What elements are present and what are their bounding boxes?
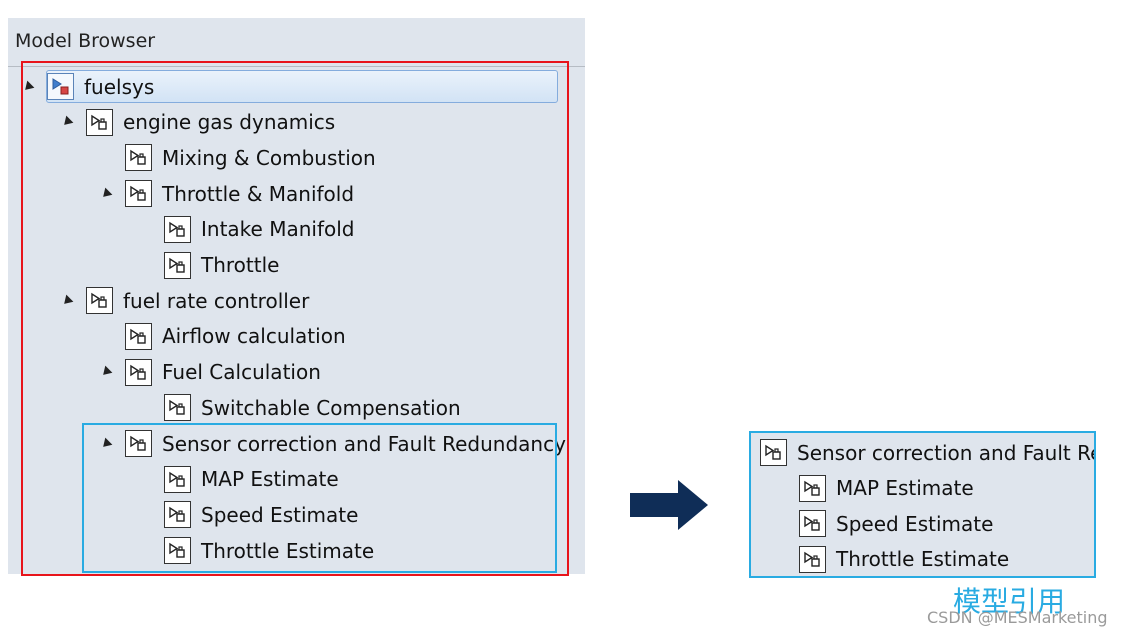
model-block-icon [125,322,152,350]
model-reference-inset: Sensor correction and Fault RedundancyMA… [749,431,1096,578]
tree-item[interactable]: Fuel Calculation [99,355,321,390]
model-block-icon [164,465,191,493]
model-block-icon [760,439,787,466]
tree-item[interactable]: engine gas dynamics [60,105,336,140]
tree-item[interactable]: Sensor correction and Fault Redundancy [99,426,566,461]
tree-label: Airflow calculation [162,324,346,349]
tree-item[interactable]: Throttle & Manifold [99,176,355,211]
model-block-icon [125,180,152,208]
model-block-icon [164,501,191,529]
tree-item[interactable]: fuel rate controller [60,283,310,318]
tree-label: Fuel Calculation [162,360,321,385]
tree-label: Speed Estimate [201,502,359,527]
model-block-icon [125,144,152,172]
inset-item[interactable]: Throttle Estimate [799,542,1009,577]
model-block-icon [164,251,191,279]
tree-label: fuelsys [84,74,155,99]
panel-divider [8,66,585,67]
tree-label: Throttle [201,253,280,277]
tree-label: Throttle & Manifold [162,181,355,206]
selected-row-highlight [46,70,558,103]
tree-item[interactable]: Throttle Estimate [140,533,374,568]
tree-label: engine gas dynamics [123,110,336,135]
tree-item[interactable]: Switchable Compensation [140,390,461,425]
blue-highlight-box [82,423,557,573]
model-block-icon [125,430,152,457]
tree-item[interactable]: Intake Manifold [140,212,354,247]
tree-item[interactable]: Speed Estimate [140,497,358,532]
tree-label: Sensor correction and Fault Redundancy [162,431,566,456]
inset-item[interactable]: Sensor correction and Fault Redundancy [760,435,1094,470]
panel-title: Model Browser [15,30,156,52]
inset-item[interactable]: Speed Estimate [799,506,993,541]
tree-label: Mixing & Combustion [162,145,376,170]
inset-label: Sensor correction and Fault Redundancy [797,440,1094,465]
inset-item[interactable]: MAP Estimate [799,471,974,506]
inset-label: Speed Estimate [836,511,994,536]
model-block-icon [799,474,826,502]
right-arrow-icon [630,480,708,530]
red-highlight-box [21,61,569,576]
model-block-icon [164,215,191,243]
tree-label: fuel rate controller [123,288,310,313]
caption: 模型引用 [953,585,1066,618]
model-block-icon [164,537,191,565]
tree-label: MAP Estimate [201,467,339,492]
inset-label: MAP Estimate [836,476,974,500]
tree-label: Intake Manifold [201,217,355,242]
model-block-icon [125,358,152,386]
tree-item[interactable]: MAP Estimate [140,462,339,497]
model-block-icon [86,287,113,315]
model-root-icon [47,73,74,100]
watermark: CSDN @MESMarketing [927,608,1108,627]
tree-label: Throttle Estimate [201,538,375,563]
tree-item[interactable]: fuelsys [21,69,155,104]
inset-label: Throttle Estimate [836,547,1010,571]
model-block-icon [799,510,826,537]
model-block-icon [799,545,826,573]
tree-item[interactable]: Throttle [140,248,279,283]
tree-item[interactable]: Mixing & Combustion [101,140,376,175]
tree-item[interactable]: Airflow calculation [101,319,346,354]
tree-label: Switchable Compensation [201,395,461,420]
model-block-icon [164,394,191,422]
model-block-icon [86,108,113,136]
